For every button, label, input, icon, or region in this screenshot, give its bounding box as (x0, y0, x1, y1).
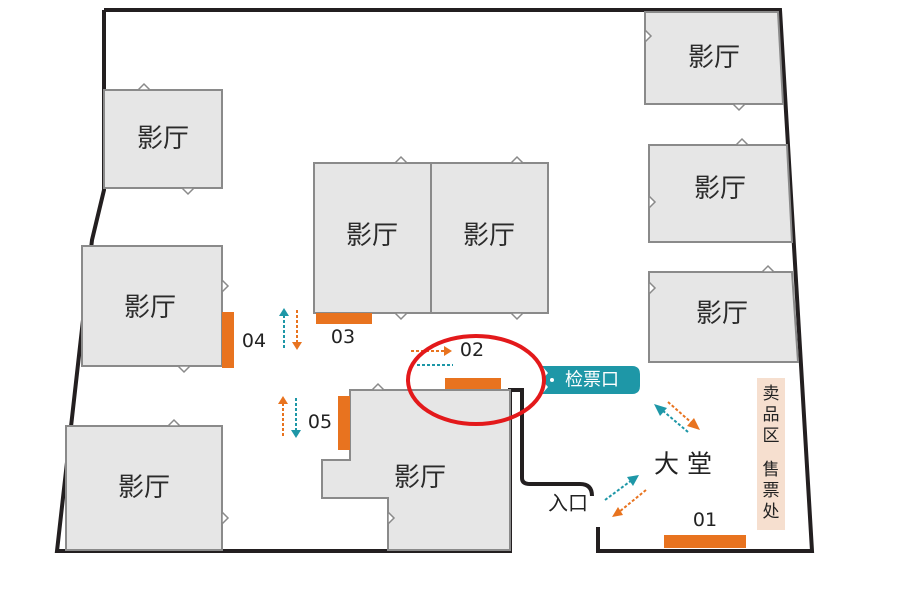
hall-room-2[interactable]: 影厅 (81, 245, 230, 374)
door-number-03: 03 (331, 326, 355, 348)
concession-char-2: 品 (763, 405, 780, 425)
door-bar-01[interactable] (664, 535, 746, 548)
door-number-02: 02 (460, 339, 484, 361)
hall-label-8: 影厅 (694, 174, 746, 204)
hall-label-1: 影厅 (137, 124, 189, 154)
hall-label-3: 影厅 (118, 473, 170, 503)
ticket-check-label: 检票口 (565, 370, 619, 391)
arrows-door-05 (278, 396, 301, 438)
ticket-sales-char-1: 售 (763, 460, 780, 480)
door-number-04: 04 (242, 330, 266, 352)
arrows-lobby-upper (654, 401, 700, 433)
arrows-entrance (604, 475, 647, 517)
hall-label-4: 影厅 (346, 221, 398, 251)
hall-room-8[interactable]: 影厅 (648, 137, 794, 243)
door-bar-03[interactable] (316, 313, 372, 324)
door-bar-04[interactable] (222, 312, 234, 368)
door-bar-05[interactable] (338, 396, 350, 450)
concession-char-1: 卖 (763, 384, 780, 404)
hall-label-6: 影厅 (394, 463, 446, 493)
ticket-sales-char-2: 票 (763, 481, 780, 501)
hall-room-5[interactable]: 影厅 (430, 155, 549, 321)
highlight-circle (406, 334, 546, 426)
concession-char-3: 区 (763, 426, 780, 446)
building-outline (104, 8, 815, 553)
hall-room-7[interactable]: 影厅 (644, 11, 785, 112)
hall-label-7: 影厅 (688, 43, 740, 73)
arrows-door-02 (411, 346, 453, 366)
ticket-check-sign[interactable]: 检票口 (542, 366, 640, 394)
hall-room-4[interactable]: 影厅 (313, 155, 432, 321)
lobby-label: 大 堂 (654, 450, 712, 479)
door-bar-02[interactable] (445, 378, 501, 389)
door-number-05: 05 (308, 411, 332, 433)
hall-label-2: 影厅 (124, 293, 176, 323)
hall-room-1[interactable]: 影厅 (103, 82, 223, 196)
arrows-door-04 (279, 308, 302, 350)
concession-ticket-area[interactable]: 卖 品 区 售 票 处 (757, 378, 785, 530)
hall-room-3[interactable]: 影厅 (65, 418, 230, 551)
hall-room-9[interactable]: 影厅 (648, 264, 800, 363)
hall-room-6[interactable]: 影厅 (321, 382, 511, 551)
ticket-sales-char-3: 处 (763, 502, 780, 522)
hall-label-9: 影厅 (696, 299, 748, 329)
hall-label-5: 影厅 (463, 221, 515, 251)
door-number-01: 01 (693, 509, 717, 531)
entrance-label: 入口 (548, 491, 588, 515)
